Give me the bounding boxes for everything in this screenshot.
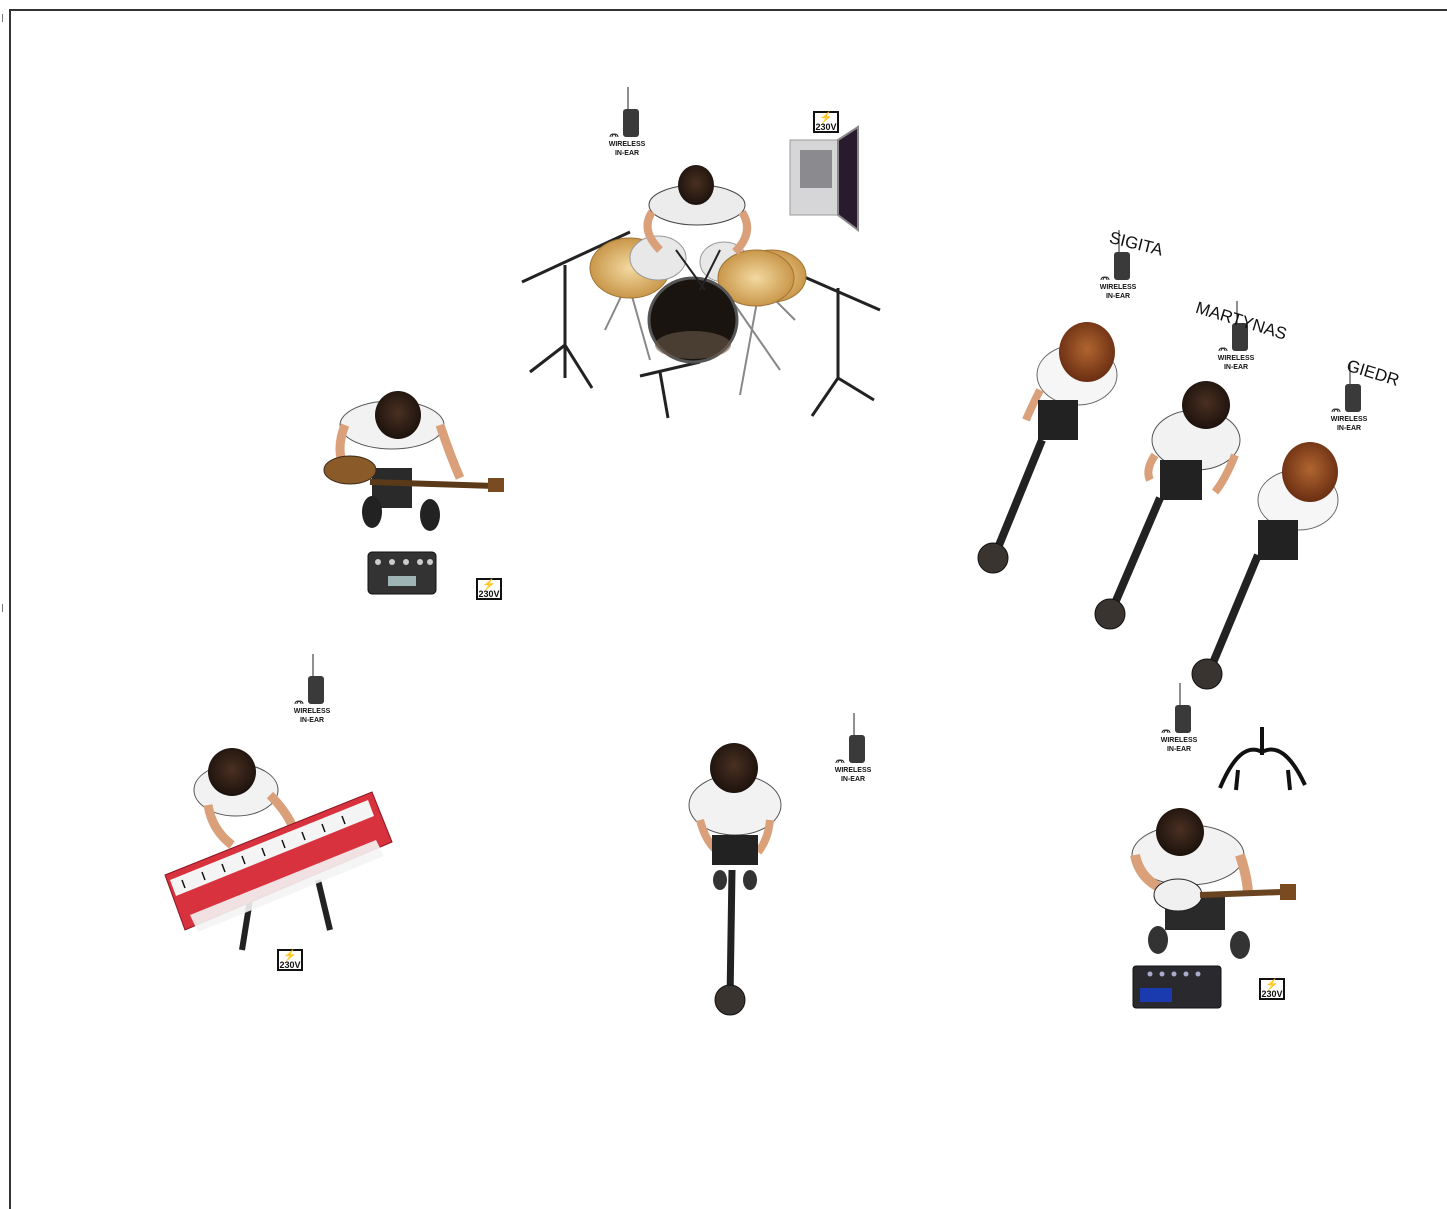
- wireless-in-ear-pack: WIRELESS IN-EAR: [828, 711, 878, 791]
- center-vocalist: [689, 743, 781, 1015]
- power-outlet-icon: ⚡230V: [1259, 978, 1285, 1000]
- bodypack-icon: [828, 711, 878, 767]
- bass-effects-pedal: [368, 552, 436, 594]
- bodypack-icon: [602, 85, 652, 141]
- back-vocalist-giedr: [1192, 442, 1338, 689]
- power-outlet-icon: ⚡230V: [476, 578, 502, 600]
- guitar-stand: [1220, 727, 1305, 790]
- wireless-in-ear-pack: WIRELESS IN-EAR: [287, 652, 337, 732]
- keyboard-player: [165, 748, 392, 950]
- bodypack-icon: [287, 652, 337, 708]
- bass-player: [324, 391, 504, 531]
- wireless-in-ear-pack: WIRELESS IN-EAR: [602, 85, 652, 165]
- laptop: [790, 127, 858, 230]
- power-outlet-icon: ⚡230V: [813, 111, 839, 133]
- bodypack-icon: [1154, 681, 1204, 737]
- guitar-multi-effects: [1133, 966, 1221, 1008]
- wireless-in-ear-pack: WIRELESS IN-EAR: [1154, 681, 1204, 761]
- back-vocalist-sigita: [978, 322, 1117, 573]
- power-outlet-icon: ⚡230V: [277, 949, 303, 971]
- guitarist: [1132, 808, 1296, 959]
- back-vocalist-martynas: [1095, 381, 1240, 629]
